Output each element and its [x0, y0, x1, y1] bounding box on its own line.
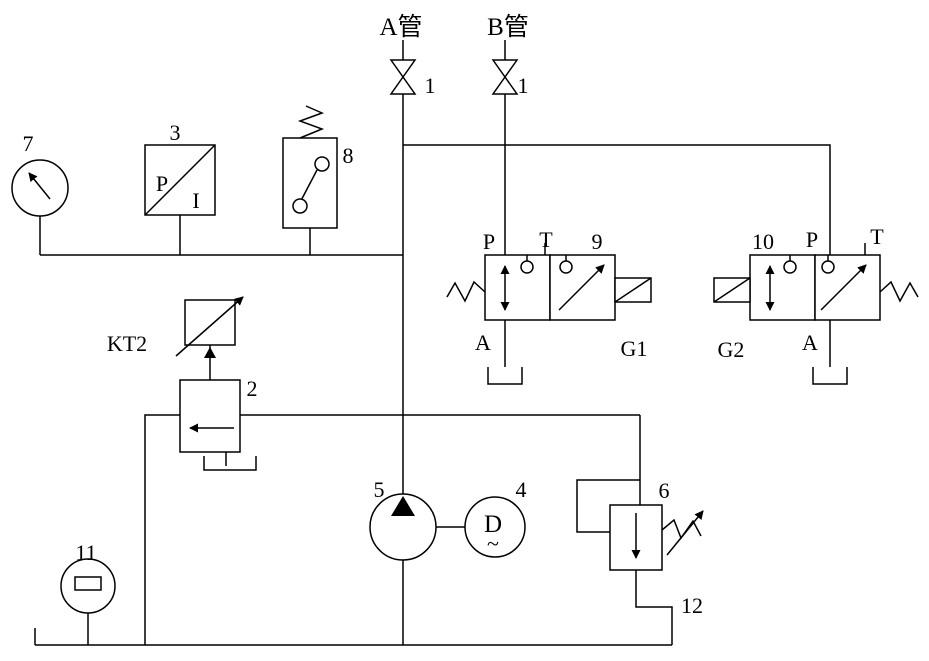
pressure-switch-id: 8 [343, 143, 354, 168]
solenoid-diagonal [713, 277, 751, 303]
switch-contact [314, 156, 330, 172]
shutoff-b-id: 1 [518, 73, 529, 98]
flow-arrow-icon [820, 264, 867, 311]
transducer-p-label: P [156, 171, 168, 196]
spring-icon [297, 105, 325, 139]
valve-body [179, 379, 241, 453]
kt2-tag: KT2 [107, 331, 147, 356]
prop-valve-id: 2 [247, 376, 258, 401]
prop-arrow-icon [175, 296, 244, 357]
adjust-arrow-icon [666, 510, 704, 556]
g2-a-label: A [802, 330, 818, 355]
transducer-diagonal [144, 144, 216, 216]
g1-tag: G1 [621, 336, 648, 361]
valve-triangle-icon [389, 59, 417, 79]
level-gauge [60, 558, 116, 614]
g1-id: 9 [592, 229, 603, 254]
branch-to-g2 [403, 144, 831, 255]
motor-letter: D [484, 511, 502, 538]
pressure-gauge [11, 159, 69, 217]
kt2-left-line [144, 414, 180, 645]
valve-g1 [446, 254, 652, 321]
poppet-icon [783, 260, 797, 274]
g2-id: 10 [752, 229, 774, 254]
spring-icon [879, 280, 919, 303]
level-gauge-id: 11 [75, 540, 96, 565]
level-gauge-window [74, 576, 102, 591]
transducer-id: 3 [170, 120, 181, 145]
pump-triangle-icon [391, 496, 415, 516]
motor-wave: ~ [487, 531, 499, 556]
spring-icon [661, 518, 702, 540]
g1-t-label: T [539, 227, 553, 252]
valve-g2 [713, 254, 919, 321]
motor-id: 4 [516, 477, 527, 502]
pump [369, 493, 437, 561]
valve-triangle-icon [491, 75, 519, 95]
pump-id: 5 [374, 477, 385, 502]
pressure-switch [282, 105, 338, 229]
relief-pilot-line [576, 479, 640, 533]
poppet-icon [821, 260, 835, 274]
g1-tank-symbol [487, 367, 523, 385]
kt2-tank-symbol [203, 456, 257, 471]
shutoff-valve-b [491, 59, 519, 95]
pi-transducer [144, 144, 216, 216]
flow-arrow-icon [558, 264, 605, 311]
labels: A管 B管 1 1 7 3 P I 8 KT2 2 P T 9 A G1 10 … [23, 13, 885, 618]
pipe-a-label: A管 [379, 13, 422, 41]
g2-p-label: P [806, 227, 818, 252]
gauge-needle-icon [28, 172, 51, 200]
valve-triangle-icon [389, 75, 417, 95]
g2-left-position [749, 254, 816, 321]
g1-p-label: P [483, 229, 495, 254]
spring-icon [446, 280, 486, 303]
poppet-icon [559, 260, 573, 274]
g2-t-label: T [870, 224, 884, 249]
g2-tank-symbol [812, 367, 848, 385]
g1-left-position [484, 254, 551, 321]
relief-id: 6 [659, 478, 670, 503]
switch-contact [292, 198, 308, 214]
relief-valve [609, 504, 704, 571]
motor [464, 496, 526, 558]
valve-triangle-icon [491, 59, 519, 79]
shutoff-valve-a [389, 59, 417, 95]
motor-circle [464, 496, 526, 558]
relief-drain-line [635, 570, 673, 645]
gauge-id: 7 [23, 131, 34, 156]
transducer-i-label: I [192, 188, 199, 213]
drain-line-id: 12 [681, 593, 703, 618]
solenoid-diagonal [614, 277, 652, 303]
prop-pointer-icon [204, 347, 216, 358]
poppet-icon [520, 260, 534, 274]
pipe-b-label: B管 [487, 13, 529, 41]
proportional-valve [175, 296, 244, 453]
pump-circle [369, 493, 437, 561]
shutoff-a-id: 1 [425, 73, 436, 98]
g2-tag: G2 [718, 337, 745, 362]
gauge-dial [11, 159, 69, 217]
g1-a-label: A [475, 330, 491, 355]
prop-solenoid-box [184, 299, 236, 346]
pipe-network [34, 40, 866, 646]
